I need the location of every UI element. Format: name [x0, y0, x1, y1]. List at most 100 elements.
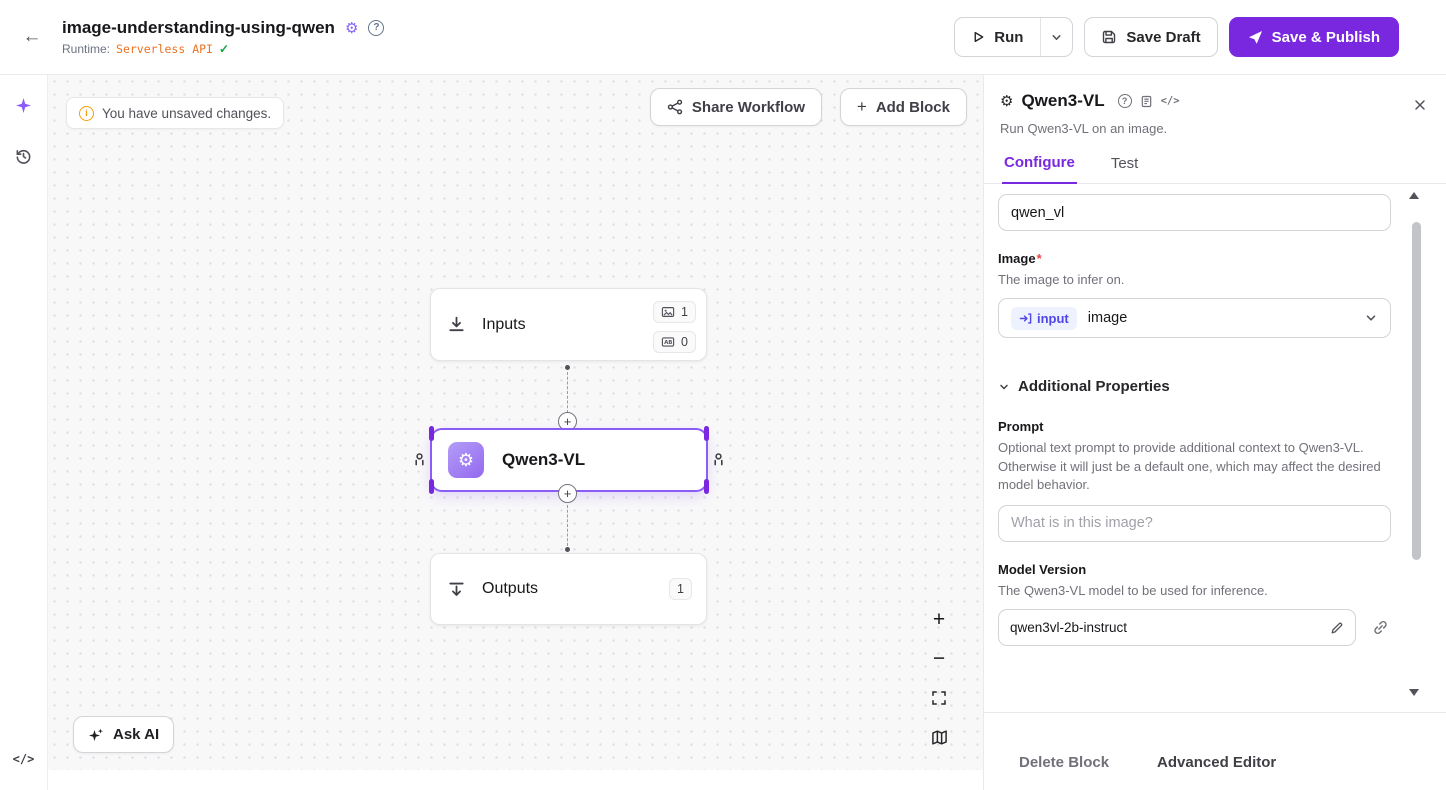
unsaved-changes-notice: i You have unsaved changes.: [66, 97, 285, 129]
outputs-icon: [447, 580, 466, 599]
additional-properties-label: Additional Properties: [1018, 378, 1170, 396]
chevron-down-icon: [1050, 31, 1063, 44]
selection-corner: [429, 426, 434, 441]
sparkle-icon: [88, 727, 104, 743]
edge-endpoint-dot: [565, 365, 570, 370]
panel-scrollbar-thumb[interactable]: [1412, 222, 1421, 560]
input-handle-icon[interactable]: [413, 453, 426, 467]
svg-text:AB: AB: [664, 340, 672, 346]
tab-configure[interactable]: Configure: [1002, 147, 1077, 184]
left-toolbar: </>: [0, 75, 48, 790]
block-docs-icon[interactable]: [1140, 95, 1153, 108]
code-panel-icon[interactable]: </>: [0, 752, 47, 766]
workflow-title: image-understanding-using-qwen: [62, 18, 335, 37]
play-icon: [972, 30, 985, 44]
edge-add-block-button-bottom[interactable]: +: [558, 484, 577, 503]
inputs-node[interactable]: Inputs 1 AB 0: [430, 288, 707, 361]
ask-ai-button[interactable]: Ask AI: [73, 716, 175, 753]
image-source-select[interactable]: input image: [998, 298, 1391, 339]
run-button-group: Run: [954, 17, 1074, 57]
zoom-out-button[interactable]: −: [923, 644, 955, 674]
history-icon[interactable]: [15, 148, 32, 165]
fit-view-icon[interactable]: [923, 683, 955, 713]
edit-pencil-icon[interactable]: [1330, 621, 1344, 635]
inputs-node-badges: 1 AB 0: [653, 301, 696, 353]
block-help-icon[interactable]: ?: [1117, 94, 1132, 108]
unsaved-changes-text: You have unsaved changes.: [102, 105, 272, 121]
canvas-controls: + −: [923, 605, 955, 752]
model-version-field[interactable]: qwen3vl-2b-instruct: [998, 609, 1356, 647]
workflow-canvas[interactable]: i You have unsaved changes. Share Workfl…: [48, 75, 983, 790]
block-title: Qwen3-VL: [1021, 91, 1105, 110]
save-draft-button[interactable]: Save Draft: [1084, 17, 1218, 57]
image-field-help: The image to infer on.: [998, 272, 1125, 287]
add-block-label: Add Block: [875, 98, 950, 116]
block-code-icon[interactable]: </>: [1160, 95, 1180, 107]
prompt-field-help: Optional text prompt to provide addition…: [998, 440, 1381, 493]
paper-plane-icon: [1248, 30, 1263, 45]
prompt-input[interactable]: [998, 504, 1391, 542]
workflow-help-icon[interactable]: ?: [368, 20, 385, 36]
chevron-down-icon: [1364, 311, 1378, 325]
save-draft-label: Save Draft: [1126, 28, 1201, 46]
outputs-node[interactable]: Outputs 1: [430, 553, 707, 625]
runtime-label: Runtime:: [62, 42, 111, 56]
additional-properties-toggle[interactable]: Additional Properties: [998, 378, 1170, 395]
scrollbar-up-arrow[interactable]: [1409, 192, 1419, 199]
parameter-inputs-count-value: 0: [681, 335, 688, 349]
header-actions: Run Save Draft Save & Publish: [954, 17, 1399, 57]
minimap-icon[interactable]: [923, 722, 955, 752]
parameter-inputs-count: AB 0: [653, 331, 696, 353]
inputs-node-label: Inputs: [482, 315, 526, 333]
image-inputs-count: 1: [653, 301, 696, 323]
info-icon: i: [79, 105, 94, 121]
block-name-input[interactable]: [998, 194, 1391, 231]
run-button[interactable]: Run: [955, 18, 1040, 56]
delete-block-button[interactable]: Delete Block: [1019, 734, 1109, 790]
save-publish-button[interactable]: Save & Publish: [1228, 17, 1399, 57]
close-panel-icon[interactable]: [1408, 93, 1432, 117]
run-label: Run: [994, 28, 1024, 46]
image-inputs-count-value: 1: [681, 305, 688, 319]
share-workflow-button[interactable]: Share Workflow: [649, 88, 822, 126]
workflow-title-block: image-understanding-using-qwen ⚙ ? Runti…: [62, 18, 385, 56]
plus-icon: +: [856, 97, 867, 116]
link-icon[interactable]: [1369, 617, 1391, 639]
edge-line-bottom: [567, 505, 568, 546]
edge-endpoint-dot: [565, 547, 570, 552]
share-workflow-label: Share Workflow: [691, 98, 805, 116]
ask-ai-label: Ask AI: [113, 726, 160, 743]
panel-tabs: Configure Test: [984, 147, 1446, 184]
edge-line-top: [567, 372, 568, 413]
run-options-button[interactable]: [1040, 18, 1072, 56]
panel-scroll-area[interactable]: Image* The image to infer on. input imag…: [984, 184, 1446, 712]
scrollbar-down-arrow[interactable]: [1409, 689, 1419, 696]
ai-sparkle-icon[interactable]: [15, 97, 32, 114]
save-publish-label: Save & Publish: [1271, 28, 1380, 46]
prompt-field-label: Prompt: [998, 419, 1044, 435]
output-handle-icon[interactable]: [712, 453, 725, 467]
image-field-label: Image*: [998, 251, 1042, 266]
advanced-editor-button[interactable]: Advanced Editor: [1157, 734, 1276, 790]
back-button[interactable]: ←: [14, 19, 50, 55]
tab-test[interactable]: Test: [1109, 147, 1141, 183]
required-mark: *: [1036, 251, 1042, 266]
zoom-in-button[interactable]: +: [923, 605, 955, 635]
chevron-down-icon: [998, 381, 1010, 393]
runtime-row: Runtime: Serverless API ✓: [62, 42, 384, 56]
qwen-node-label: Qwen3-VL: [502, 450, 586, 469]
block-config-panel: ⚙ Qwen3-VL ? </> Run Qwen3-VL on an imag…: [983, 75, 1446, 790]
workflow-settings-icon[interactable]: ⚙: [344, 19, 359, 37]
qwen3-vl-node[interactable]: ⚙ Qwen3-VL: [415, 426, 723, 494]
outputs-count-value: 1: [677, 582, 684, 596]
input-enter-icon: [1019, 312, 1032, 325]
back-arrow-icon: ←: [22, 26, 42, 47]
selection-corner: [704, 426, 709, 441]
selection-corner: [429, 479, 434, 494]
share-icon: [667, 99, 683, 115]
runtime-value[interactable]: Serverless API: [116, 42, 213, 56]
runtime-check-icon: ✓: [218, 42, 230, 56]
image-icon: [661, 305, 675, 319]
add-block-button[interactable]: + Add Block: [839, 88, 967, 126]
input-source-badge-label: input: [1037, 310, 1069, 326]
